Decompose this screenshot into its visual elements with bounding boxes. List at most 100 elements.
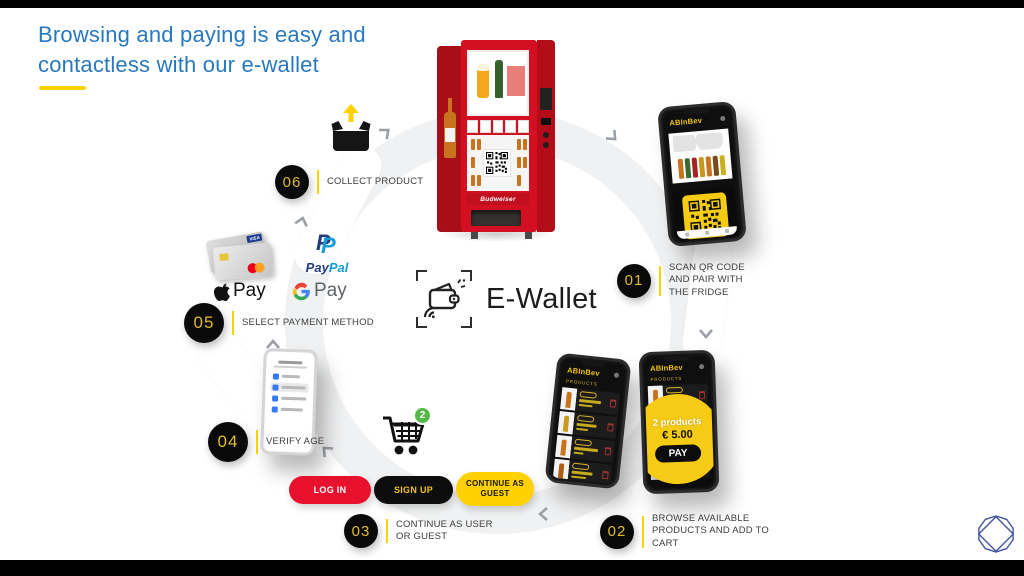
menu-dot-icon bbox=[698, 364, 705, 370]
chevron-right-down-icon bbox=[602, 126, 623, 147]
step-02: 02 BROWSE AVAILABLE PRODUCTS AND ADD TO … bbox=[600, 513, 770, 550]
form-subtitle-bar bbox=[273, 365, 308, 369]
form-title-bar bbox=[278, 360, 303, 365]
trash-icon[interactable] bbox=[698, 391, 706, 400]
step-05: 05 SELECT PAYMENT METHOD bbox=[184, 303, 374, 343]
beer-bottle-graphic bbox=[495, 60, 503, 98]
card-reader bbox=[541, 118, 551, 125]
bottom-letterbox-bar bbox=[0, 560, 1024, 576]
machine-ad-screen bbox=[467, 50, 529, 116]
step-04: 04 VERIFY AGE bbox=[208, 422, 324, 462]
visa-label: VISA bbox=[246, 233, 263, 243]
e-wallet-center: E-Wallet bbox=[416, 270, 597, 328]
button-dot bbox=[543, 132, 549, 138]
login-button[interactable]: LOG IN bbox=[289, 476, 371, 504]
beer-glass-graphic bbox=[477, 64, 489, 98]
card-chip bbox=[219, 253, 229, 262]
step-separator bbox=[256, 430, 258, 454]
step-separator bbox=[386, 519, 388, 543]
id-option-row bbox=[270, 393, 308, 403]
pay-button[interactable]: PAY bbox=[654, 443, 702, 463]
step-06-label: COLLECT PRODUCT bbox=[327, 175, 424, 187]
bottle-graphic bbox=[444, 98, 456, 158]
chevron-up-icon bbox=[292, 213, 312, 229]
company-logo-icon bbox=[974, 512, 1018, 561]
credit-cards-icon[interactable]: VISA bbox=[205, 231, 278, 281]
signup-button[interactable]: SIGN UP bbox=[374, 476, 453, 504]
chevron-down-icon bbox=[697, 328, 715, 340]
trash-icon[interactable] bbox=[604, 446, 612, 456]
step-01-badge: 01 bbox=[617, 263, 651, 298]
title-line-2: contactless with our e-wallet bbox=[38, 52, 319, 77]
phone-product-list: ABInBev PRODUCTS bbox=[544, 352, 632, 490]
menu-dot-icon bbox=[613, 372, 620, 378]
step-01: 01 SCAN QR CODE AND PAIR WITH THE FRIDGE bbox=[617, 262, 753, 299]
step-separator bbox=[659, 265, 661, 296]
pairing-qr-code-icon bbox=[681, 192, 730, 240]
id-option-row bbox=[271, 371, 309, 381]
google-pay-option[interactable]: Pay bbox=[292, 280, 347, 302]
cart-total-text: € 5.00 bbox=[661, 428, 693, 442]
app-brand-label: ABInBev bbox=[669, 115, 703, 128]
step-05-label: SELECT PAYMENT METHOD bbox=[242, 316, 374, 328]
machine-leg bbox=[471, 232, 478, 239]
step-06-badge: 06 bbox=[275, 165, 309, 199]
step-03: 03 CONTINUE AS USER OR GUEST bbox=[344, 514, 496, 548]
top-letterbox-bar bbox=[0, 0, 1024, 8]
payment-terminal-screen bbox=[540, 88, 552, 110]
cart-count-badge: 2 bbox=[413, 406, 432, 425]
step-01-label: SCAN QR CODE AND PAIR WITH THE FRIDGE bbox=[669, 262, 745, 298]
product-row bbox=[552, 458, 613, 485]
step-separator bbox=[642, 515, 644, 548]
step-separator bbox=[317, 170, 319, 194]
world-map-graphic bbox=[672, 131, 726, 153]
chevron-up-icon bbox=[264, 338, 282, 350]
chevron-up-right-icon bbox=[376, 121, 397, 143]
product-row bbox=[560, 387, 621, 416]
button-dot bbox=[543, 142, 549, 148]
step-02-badge: 02 bbox=[600, 514, 634, 549]
step-04-label: VERIFY AGE bbox=[266, 435, 325, 447]
ad-strip bbox=[507, 66, 525, 96]
trash-icon[interactable] bbox=[607, 423, 614, 432]
wallet-icon bbox=[423, 278, 466, 319]
id-option-icon bbox=[272, 383, 279, 391]
collect-product-box-icon bbox=[326, 104, 376, 167]
vending-machine-illustration: Budweiser bbox=[437, 40, 555, 242]
apple-icon bbox=[214, 283, 230, 301]
continue-as-guest-button[interactable]: CONTINUE AS GUEST bbox=[456, 472, 534, 506]
title-underline bbox=[39, 86, 86, 90]
app-brand-label: ABInBev bbox=[566, 365, 601, 378]
id-option-row-selected bbox=[270, 382, 309, 393]
phone-cart-summary: ABInBev PRODUCTS 2 products € 5.00 PAY bbox=[638, 349, 720, 495]
chevron-left-icon bbox=[537, 505, 549, 523]
paypal-word-pal: Pal bbox=[328, 260, 349, 275]
machine-side-panel bbox=[437, 46, 463, 232]
machine-dispense-slot bbox=[471, 210, 521, 226]
product-row bbox=[555, 434, 616, 463]
product-row bbox=[557, 411, 618, 439]
id-option-icon bbox=[271, 405, 278, 413]
machine-brand-strip: Budweiser bbox=[467, 193, 529, 205]
scan-frame-icon bbox=[416, 270, 472, 328]
apple-pay-label: Pay bbox=[233, 280, 266, 301]
trash-icon[interactable] bbox=[602, 470, 609, 480]
trash-icon[interactable] bbox=[609, 399, 617, 408]
title-line-1: Browsing and paying is easy and bbox=[38, 22, 366, 47]
step-06: 06 COLLECT PRODUCT bbox=[275, 165, 423, 199]
app-brand-label: ABInBev bbox=[649, 362, 683, 373]
apple-pay-option[interactable]: Pay bbox=[214, 280, 266, 302]
machine-qr-code-icon bbox=[483, 149, 511, 177]
machine-leg bbox=[525, 232, 532, 239]
bottle-gallery bbox=[668, 128, 733, 184]
id-option-row bbox=[270, 404, 308, 414]
cart-summary-bubble: 2 products € 5.00 PAY bbox=[643, 392, 715, 486]
step-05-badge: 05 bbox=[184, 303, 224, 343]
step-02-label: BROWSE AVAILABLE PRODUCTS AND ADD TO CAR… bbox=[652, 513, 769, 549]
cart-count-text: 2 products bbox=[652, 415, 702, 429]
shopping-cart-icon: 2 bbox=[380, 406, 432, 462]
menu-dot-icon bbox=[720, 115, 726, 122]
